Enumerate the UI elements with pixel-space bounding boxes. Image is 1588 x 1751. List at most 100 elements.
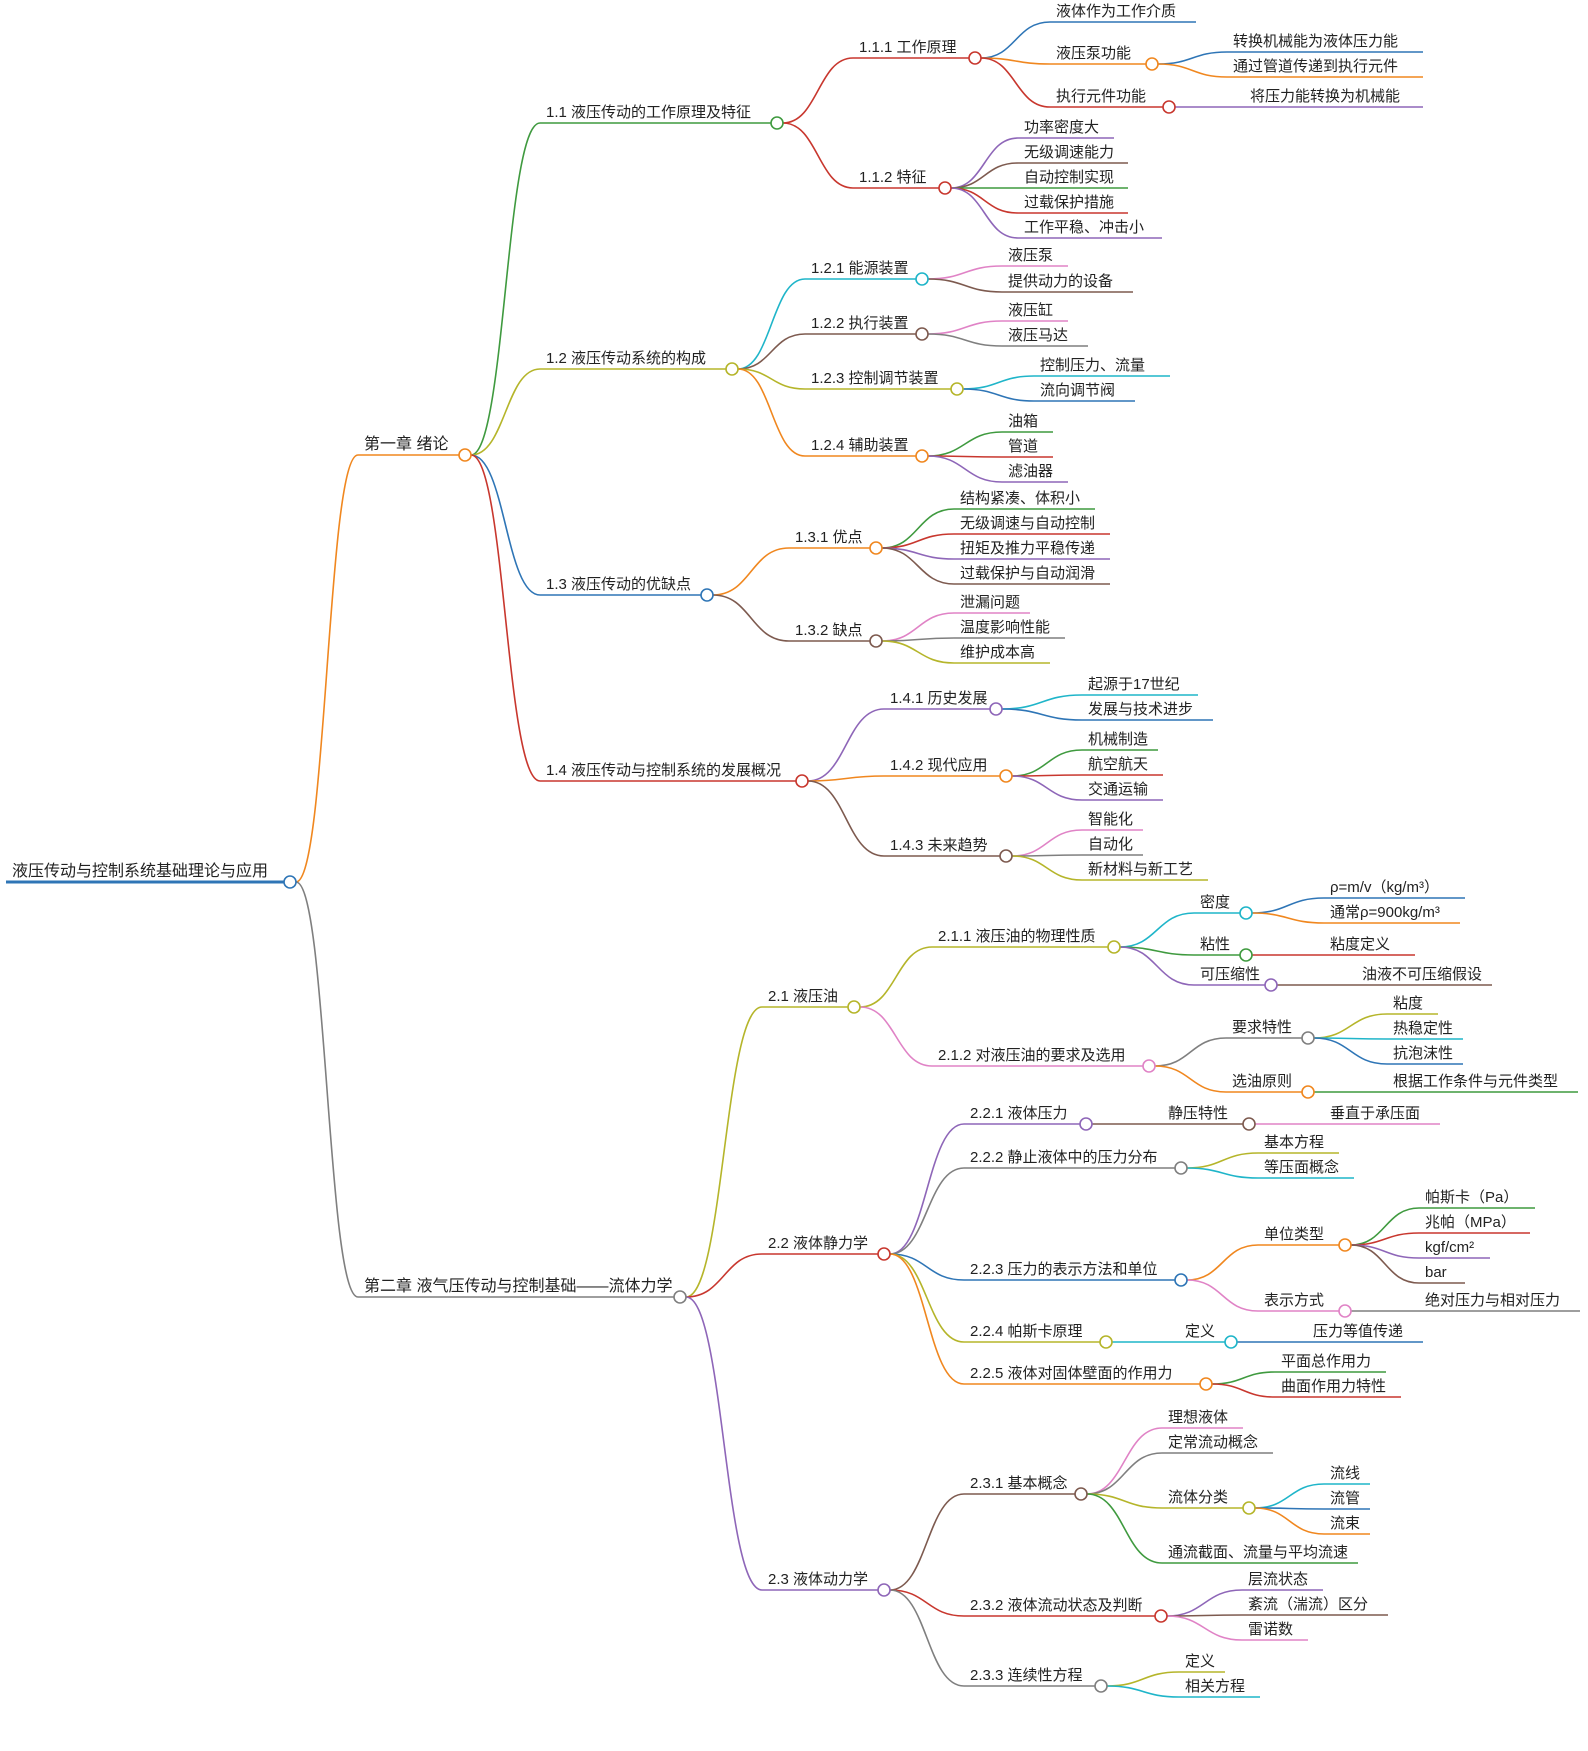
node-root-1-2-0-0[interactable]: 理想液体: [1162, 1409, 1243, 1429]
node-root-0-0-1[interactable]: 1.1.2 特征: [853, 169, 952, 195]
node-root-1-2-0-3[interactable]: 通流截面、流量与平均流速: [1162, 1544, 1358, 1564]
node-root-0-3-1-1[interactable]: 航空航天: [1082, 756, 1163, 776]
node-root-0[interactable]: 第一章 绪论: [358, 435, 472, 462]
node-root-1-2[interactable]: 2.3 液体动力学: [762, 1571, 891, 1597]
node-root-1-0-1[interactable]: 2.1.2 对液压油的要求及选用: [932, 1047, 1156, 1073]
node-root-1-2-0[interactable]: 2.3.1 基本概念: [964, 1474, 1088, 1501]
node-root-0-1-1-0[interactable]: 液压缸: [1002, 301, 1068, 322]
node-root-0-2-1[interactable]: 1.3.2 缺点: [789, 622, 883, 648]
node-root-1-2-0-2-0[interactable]: 流线: [1324, 1465, 1370, 1485]
node-root-1-0-0-2-0[interactable]: 油液不可压缩假设: [1356, 966, 1492, 986]
node-root-1-2-1-0[interactable]: 层流状态: [1242, 1571, 1323, 1591]
node-root-1-1-4-1[interactable]: 曲面作用力特性: [1275, 1378, 1401, 1398]
collapse-toggle-icon[interactable]: [1154, 1609, 1168, 1623]
node-root-0-0-0-2[interactable]: 执行元件功能: [1050, 88, 1176, 114]
node-root-0-1-0-1[interactable]: 提供动力的设备: [1002, 273, 1133, 293]
node-root-1-1-2-0[interactable]: 单位类型: [1258, 1226, 1352, 1252]
node-root-1-0-1-0-2[interactable]: 抗泡沫性: [1387, 1045, 1463, 1065]
node-root-1-2-0-2[interactable]: 流体分类: [1162, 1489, 1256, 1515]
collapse-toggle-icon[interactable]: [999, 849, 1013, 863]
node-root-0-1-0[interactable]: 1.2.1 能源装置: [805, 260, 929, 286]
node-root-1-1-2-1[interactable]: 表示方式: [1258, 1292, 1352, 1318]
node-root-1-1-2-0-0[interactable]: 帕斯卡（Pa）: [1419, 1189, 1535, 1209]
collapse-toggle-icon[interactable]: [968, 51, 982, 65]
collapse-toggle-icon[interactable]: [700, 588, 714, 602]
node-root-1-1-1-1[interactable]: 等压面概念: [1258, 1158, 1354, 1179]
collapse-toggle-icon[interactable]: [915, 449, 929, 463]
collapse-toggle-icon[interactable]: [458, 448, 472, 462]
collapse-toggle-icon[interactable]: [1145, 57, 1159, 71]
node-root-0-3-1-2[interactable]: 交通运输: [1082, 780, 1163, 801]
collapse-toggle-icon[interactable]: [1162, 100, 1176, 114]
collapse-toggle-icon[interactable]: [877, 1247, 891, 1261]
node-root-0-0-1-2[interactable]: 自动控制实现: [1018, 169, 1128, 189]
collapse-toggle-icon[interactable]: [725, 362, 739, 376]
collapse-toggle-icon[interactable]: [950, 382, 964, 396]
node-root-1-2-0-2-2[interactable]: 流束: [1324, 1515, 1370, 1535]
node-root-1-1-2-0-1[interactable]: 兆帕（MPa）: [1419, 1214, 1530, 1234]
node-root-0-0-0-1-1[interactable]: 通过管道传递到执行元件: [1227, 58, 1423, 78]
node-root-1-2-0-1[interactable]: 定常流动概念: [1162, 1433, 1273, 1454]
node-root-0-3-0-0[interactable]: 起源于17世纪: [1082, 676, 1198, 696]
collapse-toggle-icon[interactable]: [1074, 1487, 1088, 1501]
collapse-toggle-icon[interactable]: [1224, 1335, 1238, 1349]
collapse-toggle-icon[interactable]: [915, 272, 929, 286]
collapse-toggle-icon[interactable]: [877, 1583, 891, 1597]
collapse-toggle-icon[interactable]: [938, 181, 952, 195]
collapse-toggle-icon[interactable]: [1242, 1501, 1256, 1515]
node-root-0-1-0-0[interactable]: 液压泵: [1002, 247, 1068, 267]
node-root-1-0-1-1-0[interactable]: 根据工作条件与元件类型: [1387, 1073, 1578, 1093]
collapse-toggle-icon[interactable]: [1079, 1117, 1093, 1131]
node-root-1-1-0-0-0[interactable]: 垂直于承压面: [1324, 1105, 1440, 1125]
node-root-0-3-2-1[interactable]: 自动化: [1082, 836, 1143, 856]
node-root-0-0-1-0[interactable]: 功率密度大: [1018, 119, 1114, 139]
node-root-1-2-2-1[interactable]: 相关方程: [1179, 1678, 1260, 1698]
collapse-toggle-icon[interactable]: [1199, 1377, 1213, 1391]
node-root-0-3[interactable]: 1.4 液压传动与控制系统的发展概况: [540, 762, 809, 788]
node-root-0-0-0-1-0[interactable]: 转换机械能为液体压力能: [1227, 33, 1423, 53]
node-root-1-0-1-0-0[interactable]: 粘度: [1387, 995, 1438, 1015]
collapse-toggle-icon[interactable]: [1301, 1085, 1315, 1099]
node-root-1-0-1-0[interactable]: 要求特性: [1226, 1019, 1315, 1045]
collapse-toggle-icon[interactable]: [1239, 906, 1253, 920]
collapse-toggle-icon[interactable]: [1264, 978, 1278, 992]
collapse-toggle-icon[interactable]: [1338, 1304, 1352, 1318]
node-root-1-2-1-1[interactable]: 紊流（湍流）区分: [1242, 1595, 1388, 1616]
node-root-0-2[interactable]: 1.3 液压传动的优缺点: [540, 576, 714, 602]
collapse-toggle-icon[interactable]: [770, 116, 784, 130]
node-root-1-2-2[interactable]: 2.3.3 连续性方程: [964, 1667, 1108, 1693]
collapse-toggle-icon[interactable]: [283, 875, 297, 889]
collapse-toggle-icon[interactable]: [1094, 1679, 1108, 1693]
node-root-1-2-2-0[interactable]: 定义: [1179, 1653, 1225, 1673]
node-root-0-2-0-3[interactable]: 过载保护与自动润滑: [954, 565, 1110, 585]
node-root-1-1-3-0[interactable]: 定义: [1179, 1323, 1238, 1349]
collapse-toggle-icon[interactable]: [869, 634, 883, 648]
node-root-1-0-0-0[interactable]: 密度: [1194, 894, 1253, 920]
node-root-1-0-0-0-1[interactable]: 通常ρ=900kg/m³: [1324, 904, 1460, 924]
node-root-0-0-0-2-0[interactable]: 将压力能转换为机械能: [1244, 88, 1423, 108]
collapse-toggle-icon[interactable]: [1174, 1273, 1188, 1287]
node-root-1-0-1-0-1[interactable]: 热稳定性: [1387, 1020, 1463, 1040]
collapse-toggle-icon[interactable]: [847, 1000, 861, 1014]
node-root-0-2-0-2[interactable]: 扭矩及推力平稳传递: [954, 540, 1110, 560]
node-root-0-2-0-0[interactable]: 结构紧凑、体积小: [954, 490, 1095, 510]
collapse-toggle-icon[interactable]: [1239, 948, 1253, 962]
node-root-1-1-3[interactable]: 2.2.4 帕斯卡原理: [964, 1323, 1113, 1349]
node-root-1-1-2-0-2[interactable]: kgf/cm²: [1419, 1239, 1490, 1259]
collapse-toggle-icon[interactable]: [795, 774, 809, 788]
node-root-1-1-1[interactable]: 2.2.2 静止液体中的压力分布: [964, 1149, 1188, 1175]
node-root-1-1-0-0[interactable]: 静压特性: [1162, 1105, 1256, 1131]
node-root-0-1-2-0[interactable]: 控制压力、流量: [1034, 357, 1170, 377]
node-root-1-1-2-0-3[interactable]: bar: [1419, 1264, 1465, 1284]
collapse-toggle-icon[interactable]: [915, 327, 929, 341]
node-root-1-1[interactable]: 2.2 液体静力学: [762, 1235, 891, 1261]
node-root-1[interactable]: 第二章 液气压传动与控制基础——流体力学: [358, 1277, 687, 1304]
node-root-0-3-2-0[interactable]: 智能化: [1082, 810, 1143, 831]
node-root-1-1-4[interactable]: 2.2.5 液体对固体壁面的作用力: [964, 1365, 1213, 1391]
node-root-0-2-0[interactable]: 1.3.1 优点: [789, 529, 883, 555]
node-root-1-1-1-0[interactable]: 基本方程: [1258, 1134, 1339, 1154]
node-root-0-3-0-1[interactable]: 发展与技术进步: [1082, 701, 1213, 721]
node-root-0-0-1-3[interactable]: 过载保护措施: [1018, 194, 1128, 214]
node-root-0-0-1-4[interactable]: 工作平稳、冲击小: [1018, 219, 1162, 239]
node-root-1-0-0-2[interactable]: 可压缩性: [1194, 966, 1278, 992]
